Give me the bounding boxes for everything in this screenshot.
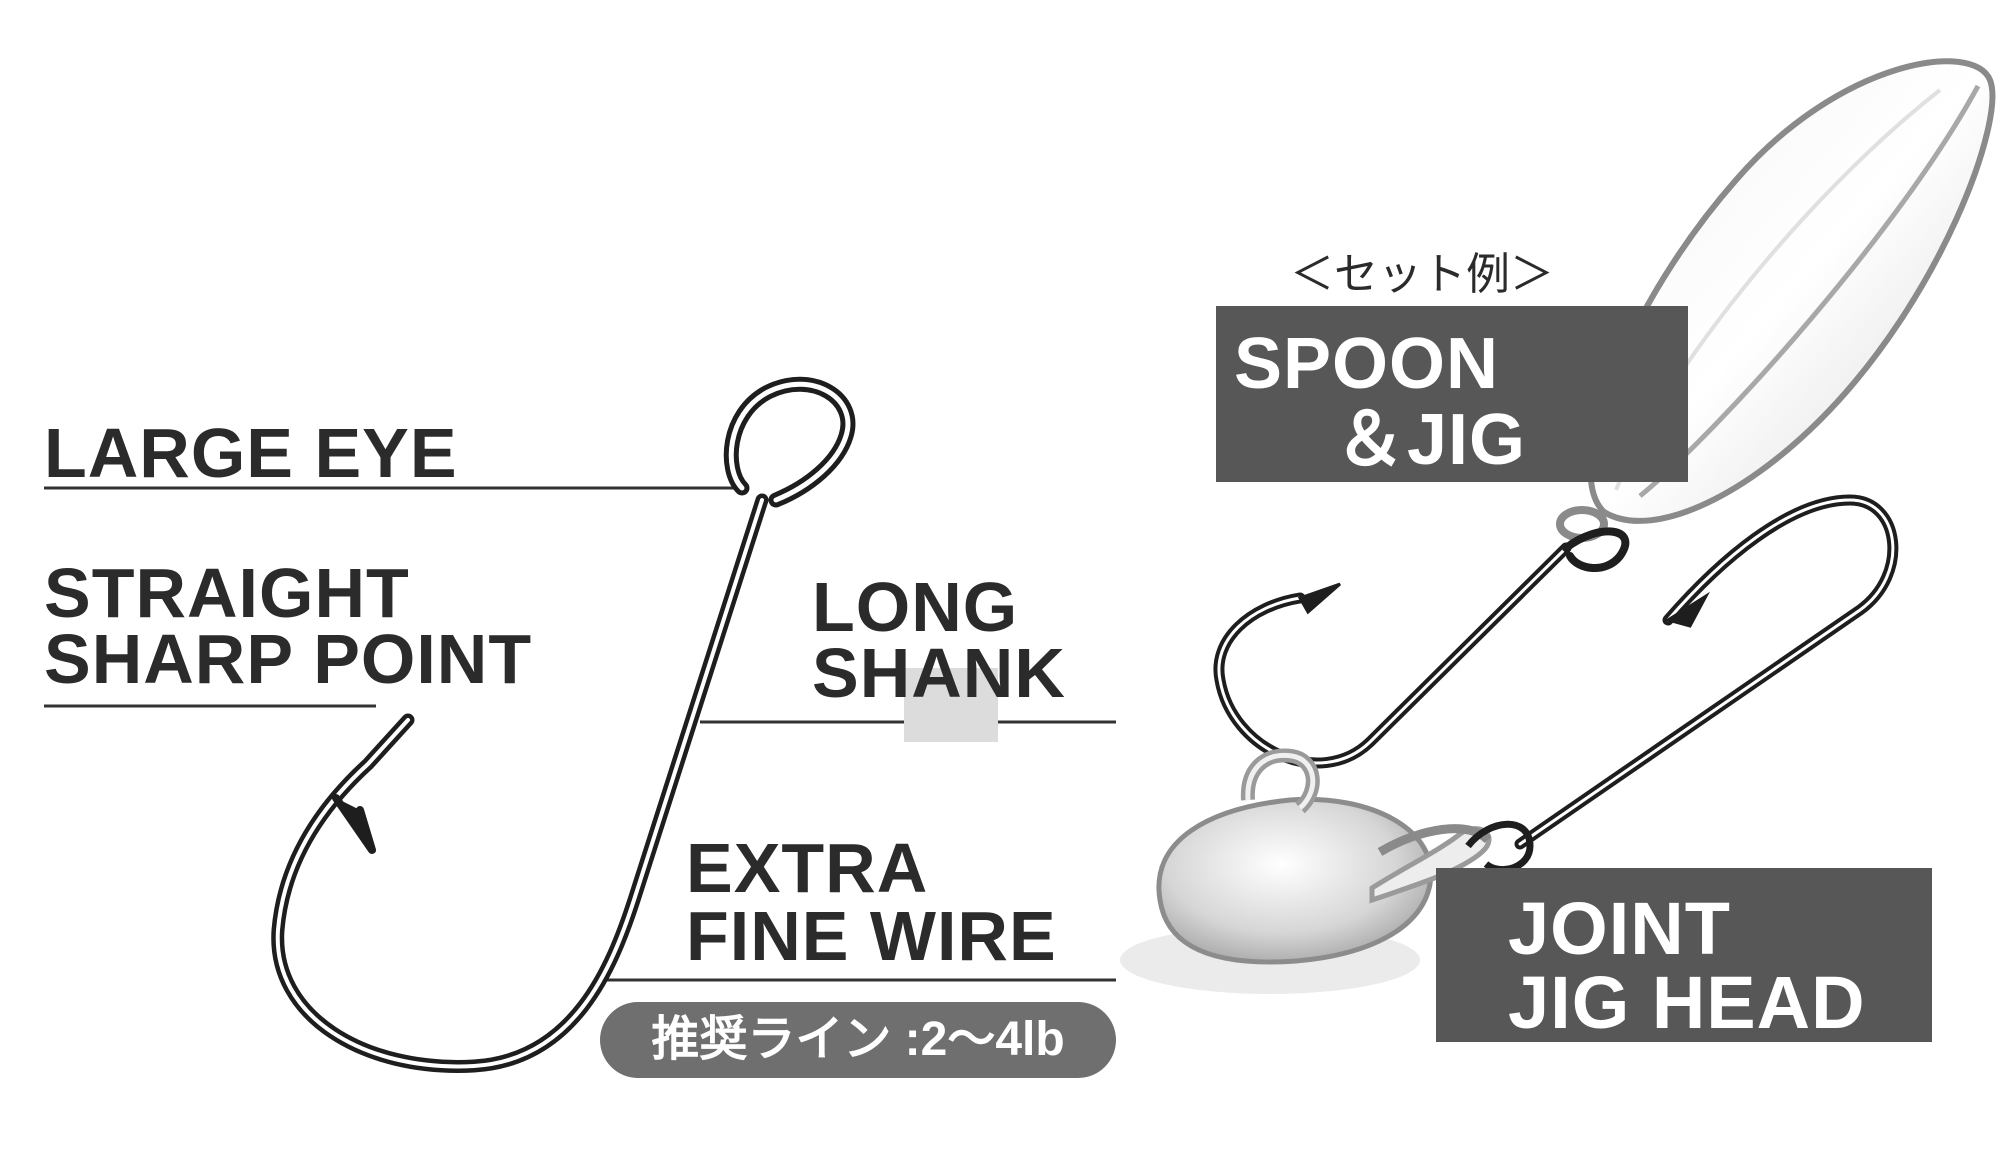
label-straight-line1: STRAIGHT	[44, 554, 410, 632]
label-long-line1: LONG	[812, 568, 1019, 646]
label-long-line2: SHANK	[812, 634, 1066, 712]
set-example-caption: ＜セット例＞	[1290, 249, 1554, 300]
recommended-line-badge: 推奨ライン :2～4lb	[600, 1002, 1116, 1078]
label-long-shank: LONG SHANK	[812, 568, 1066, 712]
joint-jig-head-box: JOINT JIG HEAD	[1436, 868, 1932, 1042]
label-straight-sharp-point: STRAIGHT SHARP POINT	[44, 554, 533, 698]
label-straight-line2: SHARP POINT	[44, 620, 533, 698]
spoon-jig-box: SPOON ＆JIG	[1216, 306, 1688, 482]
label-extra-line1: EXTRA	[686, 829, 929, 907]
label-extra-line2: FINE WIRE	[686, 897, 1057, 975]
hook-icon	[271, 376, 856, 1073]
spoon-jig-line2: ＆JIG	[1334, 400, 1527, 480]
joint-jig-line2: JIG HEAD	[1508, 961, 1866, 1044]
treble-hook-icon	[1213, 494, 1899, 850]
label-large-eye: LARGE EYE	[44, 414, 458, 492]
spoon-jig-line1: SPOON	[1234, 324, 1500, 404]
shank-highlight	[904, 668, 998, 742]
jig-head-icon	[1120, 748, 1534, 994]
label-extra-fine-wire: EXTRA FINE WIRE	[686, 829, 1057, 975]
joint-jig-line1: JOINT	[1508, 887, 1731, 970]
